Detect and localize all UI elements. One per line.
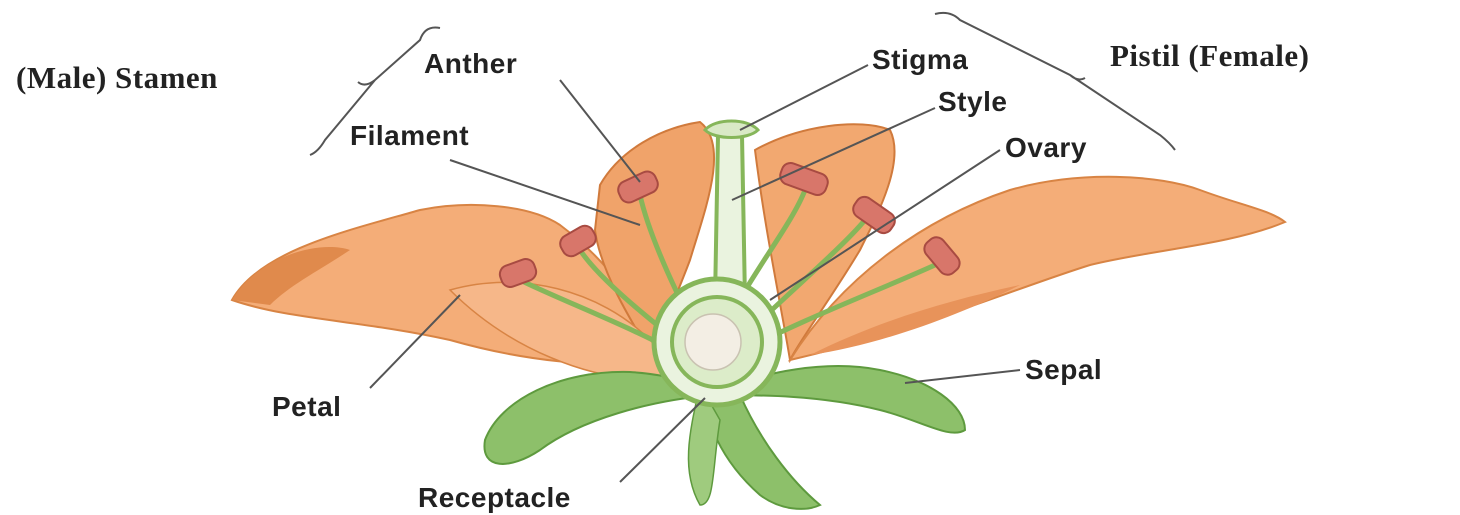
male-stamen-group-label: (Male) Stamen	[16, 60, 218, 96]
receptacle-label: Receptacle	[418, 482, 571, 514]
anther-label: Anther	[424, 48, 517, 80]
ovule	[685, 314, 741, 370]
leader-stigma	[740, 65, 868, 130]
petal-label: Petal	[272, 391, 341, 423]
filament-label: Filament	[350, 120, 469, 152]
leader-anther	[560, 80, 640, 182]
style-label: Style	[938, 86, 1007, 118]
stigma-label: Stigma	[872, 44, 968, 76]
ovary-label: Ovary	[1005, 132, 1087, 164]
stigma	[705, 121, 758, 138]
pistil-bracket	[935, 13, 1175, 150]
pistil-female-group-label: Pistil (Female)	[1110, 38, 1309, 74]
leader-sepal	[905, 370, 1020, 383]
sepal-label: Sepal	[1025, 354, 1102, 386]
style	[715, 135, 745, 300]
